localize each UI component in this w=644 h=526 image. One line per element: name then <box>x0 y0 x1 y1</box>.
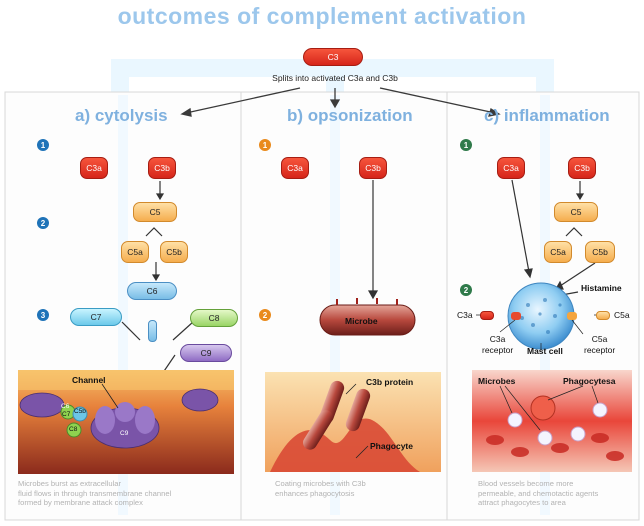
c5b-pill: C5b <box>585 241 615 263</box>
step-number: 1 <box>460 139 472 151</box>
phagocytes-label: Phagocytesa <box>563 376 616 386</box>
diagram-title: outcomes of complement activation <box>117 3 527 29</box>
mast-cell-label: Mast cell <box>527 346 563 356</box>
mac-c7-label: C7 <box>62 411 71 418</box>
step-number: 3 <box>37 309 49 321</box>
arrow-to-cytolysis <box>185 87 301 114</box>
blood-vessel-illustration <box>472 370 632 472</box>
c9-pill: C9 <box>180 344 232 362</box>
microbes-label: Microbes <box>478 376 516 386</box>
c6-pill: C6 <box>127 282 177 300</box>
panel-title-cytolysis: a) cytolysis <box>75 106 168 125</box>
c3b-pill: C3b <box>148 157 176 179</box>
c5b-pill: C5b <box>160 241 188 263</box>
c3a-molecule-icon <box>480 311 494 320</box>
c5a-pill: C5a <box>121 241 149 263</box>
panel-title-inflammation: c) inflammation <box>484 106 610 125</box>
microbe-shape <box>319 304 416 336</box>
c3a-receptor-label: C3a receptor <box>482 334 514 355</box>
mac-connector <box>148 320 157 342</box>
mac-c8-label: C8 <box>69 426 78 433</box>
microbe-label: Microbe <box>345 316 378 326</box>
step-number: 1 <box>259 139 271 151</box>
c7-pill: C7 <box>70 308 122 326</box>
panel-title-opsonization: b) opsonization <box>287 106 413 125</box>
mac-c5b-label: C5b <box>74 408 86 415</box>
c5a-receptor-label: C5a receptor <box>584 334 616 355</box>
step-number: 2 <box>259 309 271 321</box>
mac-c6-label: C6 <box>61 403 70 410</box>
c3b-pill: C3b <box>568 157 596 179</box>
c5a-free-label: C5a <box>614 310 630 320</box>
caption-cytolysis: Microbes burst as extracellular fluid fl… <box>18 479 172 508</box>
c3a-pill: C3a <box>281 157 309 179</box>
c3b-protein-label: C3b protein <box>366 377 414 387</box>
caption-inflammation: Blood vessels become more permeable, and… <box>478 479 599 508</box>
phagocyte-label: Phagocyte <box>370 441 413 451</box>
histamine-label: Histamine <box>581 283 622 293</box>
arrow-to-inflammation <box>379 87 496 114</box>
split-text: Splits into activated C3a and C3b <box>272 73 398 83</box>
c3b-pill: C3b <box>359 157 387 179</box>
c3a-pill: C3a <box>497 157 525 179</box>
caption-opsonization: Coating microbes with C3b enhances phago… <box>275 479 366 498</box>
c5-pill: C5 <box>133 202 177 222</box>
mac-c9-label: C9 <box>120 430 129 437</box>
c3a-pill: C3a <box>80 157 108 179</box>
c8-pill: C8 <box>190 309 238 327</box>
channel-label: Channel <box>72 375 106 385</box>
step-number: 2 <box>37 217 49 229</box>
c3a-free-label: C3a <box>457 310 473 320</box>
c3-pill-top: C3 <box>303 48 363 66</box>
step-number: 2 <box>460 284 472 296</box>
step-number: 1 <box>37 139 49 151</box>
c5a-molecule-icon <box>596 311 610 320</box>
c5-pill: C5 <box>554 202 598 222</box>
c5a-pill: C5a <box>544 241 572 263</box>
